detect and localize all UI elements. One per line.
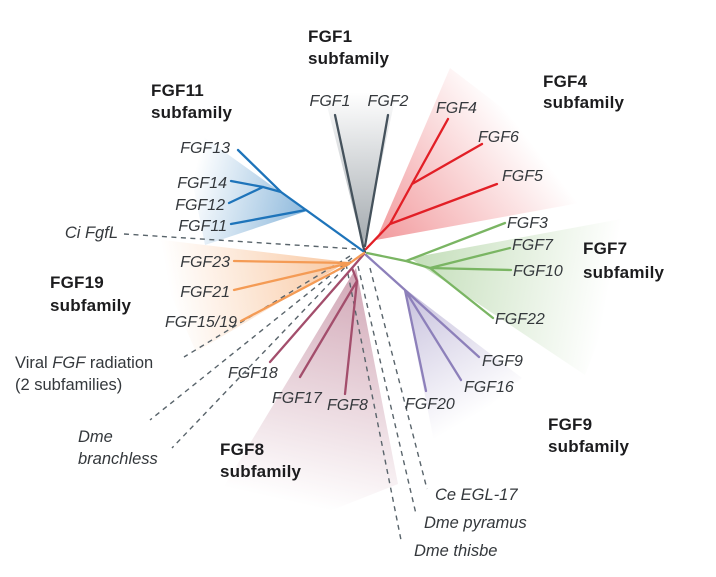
gene-label-fgf16: FGF16 bbox=[464, 379, 514, 396]
branch-lines-fgf1 bbox=[333, 113, 390, 254]
branch-lines-fgf7 bbox=[365, 221, 513, 320]
heading-fgf9-suffix: subfamily bbox=[548, 437, 630, 456]
gene-label-fgf12: FGF12 bbox=[175, 197, 225, 214]
gene-label-fgf4: FGF4 bbox=[436, 100, 477, 117]
viral-post: radiation bbox=[85, 354, 153, 372]
wedge-fgf4-subfamily bbox=[376, 68, 618, 240]
viral-pre: Viral bbox=[15, 354, 52, 372]
gene-label-fgf3: FGF3 bbox=[507, 215, 548, 232]
wedge-fgf7-subfamily bbox=[410, 214, 648, 375]
gene-label-fgf18: FGF18 bbox=[228, 365, 278, 382]
gene-label-fgf7: FGF7 bbox=[512, 237, 554, 254]
label-viral-line1: Viral FGF radiation bbox=[15, 354, 153, 372]
gene-label-fgf10: FGF10 bbox=[513, 263, 563, 280]
branch-ci-fgfl bbox=[123, 233, 357, 250]
gene-label-fgf22: FGF22 bbox=[495, 311, 545, 328]
gene-label-fgf15-19: FGF15/19 bbox=[165, 314, 237, 331]
branch-lines-fgf4 bbox=[364, 117, 499, 251]
gene-label-fgf5: FGF5 bbox=[502, 168, 543, 185]
wedge-fgf9-subfamily bbox=[404, 288, 522, 452]
label-dme-branchless-line2: branchless bbox=[78, 450, 158, 468]
branches-fgf9-subfamily bbox=[364, 253, 481, 393]
heading-fgf11-name: FGF11 bbox=[151, 81, 204, 100]
wedge-fgf19-subfamily bbox=[146, 238, 347, 352]
gene-labels: FGF1 FGF2 FGF4 FGF6 FGF5 FGF3 FGF7 FGF10… bbox=[165, 93, 563, 414]
gene-label-fgf20: FGF20 bbox=[405, 396, 455, 413]
heading-fgf1-suffix: subfamily bbox=[308, 49, 390, 68]
branch-lines-fgf11 bbox=[227, 148, 365, 253]
heading-fgf4-suffix: subfamily bbox=[543, 93, 625, 112]
label-ci-fgfl: Ci FgfL bbox=[65, 224, 118, 242]
gene-label-fgf9: FGF9 bbox=[482, 353, 523, 370]
gene-label-fgf17: FGF17 bbox=[272, 390, 323, 407]
label-dme-thisbe: Dme thisbe bbox=[414, 542, 497, 560]
branches-fgf1-subfamily bbox=[333, 113, 390, 254]
label-dme-branchless-line1: Dme bbox=[78, 428, 113, 446]
heading-fgf9-name: FGF9 bbox=[548, 415, 592, 434]
label-viral-line2: (2 subfamilies) bbox=[15, 376, 122, 394]
gene-label-fgf11: FGF11 bbox=[178, 218, 227, 235]
label-ce-egl17: Ce EGL-17 bbox=[435, 486, 518, 504]
heading-fgf19-name: FGF19 bbox=[50, 273, 104, 292]
label-dme-pyramus: Dme pyramus bbox=[424, 514, 527, 532]
gene-label-fgf8: FGF8 bbox=[327, 397, 368, 414]
branches-fgf19-subfamily bbox=[232, 251, 366, 323]
gene-label-fgf13: FGF13 bbox=[180, 140, 230, 157]
gene-label-fgf21: FGF21 bbox=[180, 284, 230, 301]
branch-dme-pyramus bbox=[357, 265, 417, 515]
branches-fgf4-subfamily bbox=[364, 117, 499, 251]
branch-lines-fgf9 bbox=[364, 253, 481, 393]
subfamily-headings: FGF1 subfamily FGF4 subfamily FGF7 subfa… bbox=[50, 27, 665, 481]
branches-fgf7-subfamily bbox=[365, 221, 513, 320]
clade-branches bbox=[227, 113, 513, 396]
heading-fgf11-suffix: subfamily bbox=[151, 103, 233, 122]
branches-fgf8-subfamily bbox=[268, 252, 366, 396]
branch-ce-egl17 bbox=[369, 267, 428, 490]
wedge-fgf1-subfamily bbox=[323, 90, 397, 247]
branches-fgf11-subfamily bbox=[227, 148, 365, 253]
heading-fgf7-name: FGF7 bbox=[583, 239, 627, 258]
viral-fgf: FGF bbox=[52, 354, 86, 372]
gene-label-fgf14: FGF14 bbox=[177, 175, 227, 192]
heading-fgf1-name: FGF1 bbox=[308, 27, 352, 46]
heading-fgf4-name: FGF4 bbox=[543, 72, 588, 91]
heading-fgf8-name: FGF8 bbox=[220, 440, 264, 459]
gene-label-fgf6: FGF6 bbox=[478, 129, 519, 146]
heading-fgf19-suffix: subfamily bbox=[50, 296, 132, 315]
heading-fgf8-suffix: subfamily bbox=[220, 462, 302, 481]
outgroup-labels: Ci FgfL Viral FGF radiation (2 subfamili… bbox=[15, 224, 527, 560]
branch-lines-fgf8 bbox=[268, 252, 366, 396]
heading-fgf7-suffix: subfamily bbox=[583, 263, 665, 282]
gene-label-fgf1: FGF1 bbox=[310, 93, 351, 110]
branch-lines-fgf19 bbox=[232, 251, 366, 323]
gene-label-fgf2: FGF2 bbox=[368, 93, 409, 110]
gene-label-fgf23: FGF23 bbox=[180, 254, 230, 271]
